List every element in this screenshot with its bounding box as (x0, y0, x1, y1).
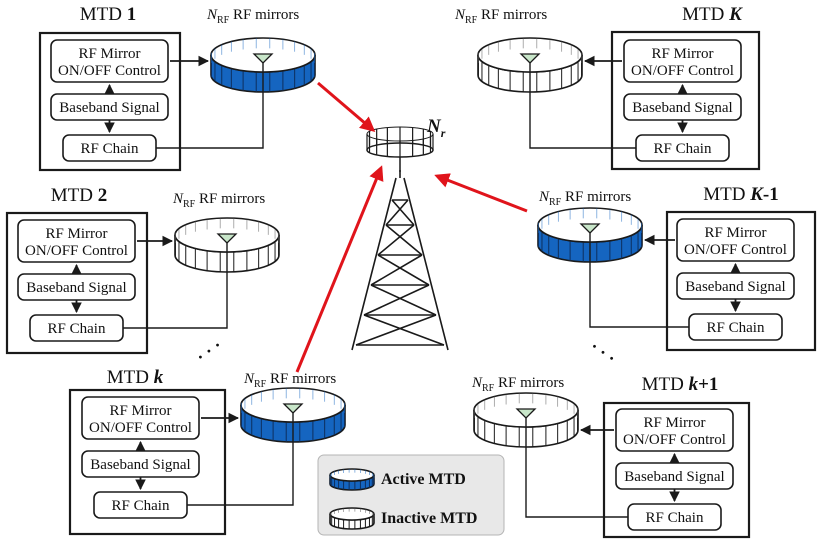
mtd-title: MTD k+1 (642, 374, 719, 395)
legend: Active MTD Inactive MTD (317, 454, 505, 536)
baseband-signal-block: Baseband Signal (615, 462, 734, 490)
uplink-arrows (295, 81, 528, 373)
ellipsis-right: · · · (586, 336, 620, 368)
baseband-signal-block: Baseband Signal (623, 93, 742, 121)
svg-text:RF Mirror: RF Mirror (704, 225, 766, 241)
svg-text:Baseband Signal: Baseband Signal (90, 457, 190, 473)
svg-text:ON/OFF Control: ON/OFF Control (58, 63, 161, 79)
legend-inactive-icon (329, 507, 375, 530)
receiver-antenna-array-icon (366, 126, 434, 172)
svg-text:Baseband Signal: Baseband Signal (685, 279, 785, 295)
legend-active-icon (329, 468, 375, 491)
svg-text:RF Chain: RF Chain (112, 498, 170, 514)
svg-text:RF Mirror: RF Mirror (651, 46, 713, 62)
svg-text:RF Chain: RF Chain (654, 141, 712, 157)
rf-mirrors-label: NRF RF mirrors (471, 375, 564, 394)
legend-active-label: Active MTD (381, 471, 466, 488)
svg-text:ON/OFF Control: ON/OFF Control (25, 243, 128, 259)
rf-chain-block: RF Chain (93, 491, 188, 519)
svg-text:ON/OFF Control: ON/OFF Control (89, 420, 192, 436)
svg-text:Baseband Signal: Baseband Signal (59, 100, 159, 116)
ellipsis-left: · · · (192, 335, 226, 367)
svg-text:RF Mirror: RF Mirror (78, 46, 140, 62)
antenna-icon (282, 403, 304, 414)
svg-text:RF Chain: RF Chain (81, 141, 139, 157)
antenna-icon (252, 53, 274, 64)
svg-text:RF Chain: RF Chain (707, 320, 765, 336)
rf-mirrors-label: NRF RF mirrors (538, 189, 631, 208)
antenna-icon (515, 408, 537, 419)
legend-active-ring (329, 468, 375, 491)
rf-chain-block: RF Chain (688, 313, 783, 341)
rf-mirrors-label: NRF RF mirrors (454, 7, 547, 26)
rf-mirrors-label: NRF RF mirrors (206, 7, 299, 26)
baseband-signal-block: Baseband Signal (81, 450, 200, 478)
baseband-signal-block: Baseband Signal (676, 272, 795, 300)
receiver-label: Nr (426, 116, 446, 140)
antenna-icon (216, 233, 238, 244)
svg-text:RF Mirror: RF Mirror (109, 403, 171, 419)
rf-mirrors-label: NRF RF mirrors (243, 371, 336, 390)
mtd-title: MTD 2 (51, 185, 107, 206)
rf-chain-block: RF Chain (62, 134, 157, 162)
svg-text:ON/OFF Control: ON/OFF Control (623, 432, 726, 448)
svg-text:Baseband Signal: Baseband Signal (632, 100, 732, 116)
antenna-icon (579, 223, 601, 234)
svg-text:ON/OFF Control: ON/OFF Control (631, 63, 734, 79)
antenna-icon (519, 53, 541, 64)
rf-mirror-ring-inactive (473, 392, 579, 448)
base-station-tower: Nr (351, 116, 449, 351)
baseband-signal-block: Baseband Signal (17, 273, 136, 301)
svg-text:RF Mirror: RF Mirror (643, 415, 705, 431)
svg-text:RF Mirror: RF Mirror (45, 226, 107, 242)
legend-inactive-label: Inactive MTD (381, 510, 477, 527)
rf-chain-block: RF Chain (635, 134, 730, 162)
legend-inactive-ring (329, 507, 375, 530)
mtd-title: MTD k (107, 367, 164, 388)
svg-text:Baseband Signal: Baseband Signal (26, 280, 126, 296)
rf-mirrors-label: NRF RF mirrors (172, 191, 265, 210)
uplink-arrow-mtd-k (295, 165, 384, 373)
baseband-signal-block: Baseband Signal (50, 93, 169, 121)
mtd-title: MTD K (682, 4, 743, 25)
svg-text:RF Chain: RF Chain (48, 321, 106, 337)
mtd-title: MTD K-1 (703, 184, 779, 205)
svg-text:ON/OFF Control: ON/OFF Control (684, 242, 787, 258)
rf-chain-block: RF Chain (627, 503, 722, 531)
svg-text:Baseband Signal: Baseband Signal (624, 469, 724, 485)
rf-chain-block: RF Chain (29, 314, 124, 342)
uplink-arrow-mtd-K-1 (434, 173, 528, 213)
uplink-arrow-mtd-1 (317, 81, 376, 132)
mtd-title: MTD 1 (80, 4, 136, 25)
svg-text:RF Chain: RF Chain (646, 510, 704, 526)
